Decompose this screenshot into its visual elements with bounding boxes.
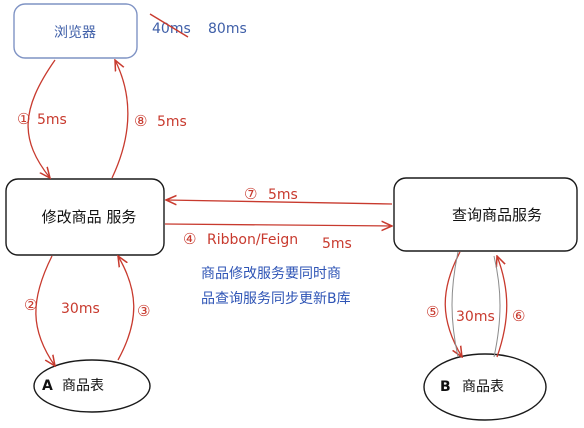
step-7-number: ⑦ [244,185,257,203]
step-2-number: ② [24,296,37,314]
table-b-letter: B [440,379,451,395]
modify-service-box [5,178,165,256]
sync-note-line-2: 品查询服务同步更新B库 [201,291,351,307]
arrow-step-8 [111,60,129,179]
modify-service-label: 修改商品 服务 [42,208,137,226]
query-service-label: 查询商品服务 [452,206,542,224]
query-service-box [393,177,578,252]
arrow-step-7 [166,200,393,204]
step-4-time: 5ms [322,236,352,252]
table-b-label: 商品表 [462,379,504,395]
step-6-number: ⑥ [512,307,525,325]
arrow-step-6-shadow [493,255,501,358]
step-4-label: Ribbon/Feign [207,232,298,248]
strikethrough-line [149,13,189,38]
step-5-time: 30ms [456,309,495,325]
step-8-number: ⑧ [134,112,147,130]
browser-label: 浏览器 [54,25,96,41]
arrow-step-1 [27,59,56,178]
step-5-number: ⑤ [426,303,439,321]
arrow-step-3 [118,256,135,361]
browser-box [13,3,138,59]
arrow-step-4 [164,224,392,226]
step-7-time: 5ms [268,187,298,203]
table-a-ellipse [33,359,151,413]
arrow-step-2 [35,255,55,366]
table-a-label: 商品表 [62,378,104,394]
total-latency: 80ms [208,21,247,37]
step-3-number: ③ [137,302,150,320]
step-1-time: 5ms [37,112,67,128]
arrow-step-5 [444,251,462,357]
step-4-number: ④ [183,230,196,248]
arrow-step-5-shadow [451,251,459,358]
step-1-number: ① [17,110,30,128]
table-a-letter: A [42,378,53,394]
sync-note-line-1: 商品修改服务要同时商 [201,266,341,282]
table-b-ellipse [423,353,547,421]
arrow-step-6 [497,256,508,358]
step-8-time: 5ms [157,114,187,130]
step-2-time: 30ms [61,301,100,317]
